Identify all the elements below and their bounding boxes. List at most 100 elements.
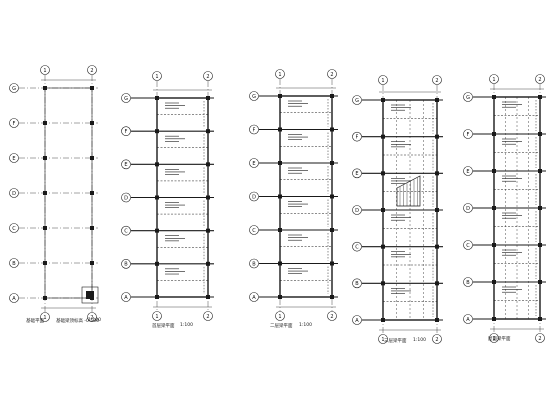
axis-bubble-label: G xyxy=(355,98,359,104)
column-mark xyxy=(492,317,496,321)
axis-bubble xyxy=(87,65,97,75)
axis-bubble xyxy=(463,203,473,213)
column-mark xyxy=(538,206,542,210)
column-mark xyxy=(330,94,334,98)
axis-bubble xyxy=(463,129,473,139)
axis-bubble-label: G xyxy=(12,86,16,92)
axis-bubble xyxy=(249,158,259,168)
column-mark xyxy=(278,228,282,232)
axis-bubble-label: A xyxy=(466,317,470,323)
footing-column xyxy=(86,291,94,299)
plan-3-grid xyxy=(259,79,338,311)
column-mark xyxy=(435,98,439,102)
axis-bubble-label: D xyxy=(12,191,16,197)
column-mark xyxy=(206,228,210,233)
axis-bubble-label: F xyxy=(13,121,16,127)
column-mark xyxy=(206,96,210,100)
axis-bubble xyxy=(249,292,259,302)
column-mark xyxy=(538,280,542,284)
axis-bubble-label: E xyxy=(12,156,15,162)
plan-4-caption: 三层梁平面 xyxy=(384,339,407,344)
column-mark xyxy=(90,261,94,265)
axis-bubble xyxy=(9,83,19,93)
column-mark xyxy=(538,95,542,99)
column-mark xyxy=(330,161,334,165)
axis-bubble xyxy=(378,334,388,344)
axis-bubble xyxy=(352,168,362,179)
axis-bubble-label: 1 xyxy=(492,77,495,83)
column-mark xyxy=(90,156,94,160)
column-mark xyxy=(330,194,334,199)
axis-bubble xyxy=(275,311,285,321)
column-mark xyxy=(43,121,47,125)
column-mark xyxy=(492,206,496,210)
axis-bubble xyxy=(203,71,213,81)
axis-bubble-label: D xyxy=(355,208,359,214)
column-mark xyxy=(435,171,439,176)
axis-bubble xyxy=(121,192,131,203)
column-mark xyxy=(381,208,385,212)
column-mark xyxy=(206,195,210,200)
column-mark xyxy=(155,261,159,266)
column-mark xyxy=(435,134,439,139)
column-mark xyxy=(43,261,47,265)
axis-bubble-label: C xyxy=(466,243,470,249)
plan-3-caption: 二层梁平面 xyxy=(270,324,293,329)
axis-bubble xyxy=(352,315,362,325)
axis-bubble xyxy=(327,311,337,321)
axis-bubble xyxy=(121,93,131,103)
axis-bubble xyxy=(9,258,19,268)
column-mark xyxy=(278,261,282,266)
axis-bubble-label: G xyxy=(252,94,256,100)
axis-bubble xyxy=(9,118,19,128)
plan-5-grid xyxy=(473,84,546,333)
plan-1-note: 基础梁顶标高 -0.500 xyxy=(56,319,99,324)
axis-bubble-label: 2 xyxy=(206,74,209,80)
axis-bubble-label: C xyxy=(12,226,16,232)
axis-bubble-label: 2 xyxy=(330,72,333,78)
column-mark xyxy=(435,281,439,286)
plan-4-scale: 1:100 xyxy=(413,338,426,343)
column-mark xyxy=(206,261,210,266)
column-mark xyxy=(492,132,496,136)
axis-bubble-label: C xyxy=(252,228,256,234)
axis-bubble xyxy=(378,75,388,85)
axis-bubble-label: B xyxy=(12,261,16,267)
axis-bubble-label: 2 xyxy=(538,336,541,342)
plan-5-caption: 屋面梁平面 xyxy=(488,337,511,342)
axis-bubble xyxy=(352,205,362,215)
axis-bubble xyxy=(249,91,259,101)
axis-bubble xyxy=(463,277,473,287)
column-mark xyxy=(381,244,385,249)
axis-bubble-label: 2 xyxy=(435,78,438,84)
axis-bubble-label: 2 xyxy=(538,77,541,83)
axis-bubble-label: B xyxy=(124,262,128,268)
plan-3-scale: 1:100 xyxy=(299,323,312,328)
column-mark xyxy=(492,280,496,284)
axis-bubble-label: D xyxy=(252,194,256,200)
axis-bubble-label: 2 xyxy=(206,314,209,320)
axis-bubble-label: 1 xyxy=(278,72,281,78)
column-mark xyxy=(90,121,94,125)
column-mark xyxy=(492,169,496,173)
column-mark xyxy=(330,295,334,299)
column-mark xyxy=(381,281,385,286)
axis-bubble xyxy=(249,258,259,269)
column-mark xyxy=(90,226,94,230)
column-mark xyxy=(435,318,439,322)
axis-bubble-label: C xyxy=(124,228,128,234)
axis-bubble xyxy=(432,334,442,344)
axis-bubble-label: A xyxy=(355,318,359,324)
axis-bubble xyxy=(249,225,259,235)
column-mark xyxy=(538,243,542,247)
axis-bubble xyxy=(121,126,131,136)
axis-bubble xyxy=(489,333,499,343)
plan-1-grid xyxy=(19,75,99,312)
axis-bubble xyxy=(432,75,442,85)
